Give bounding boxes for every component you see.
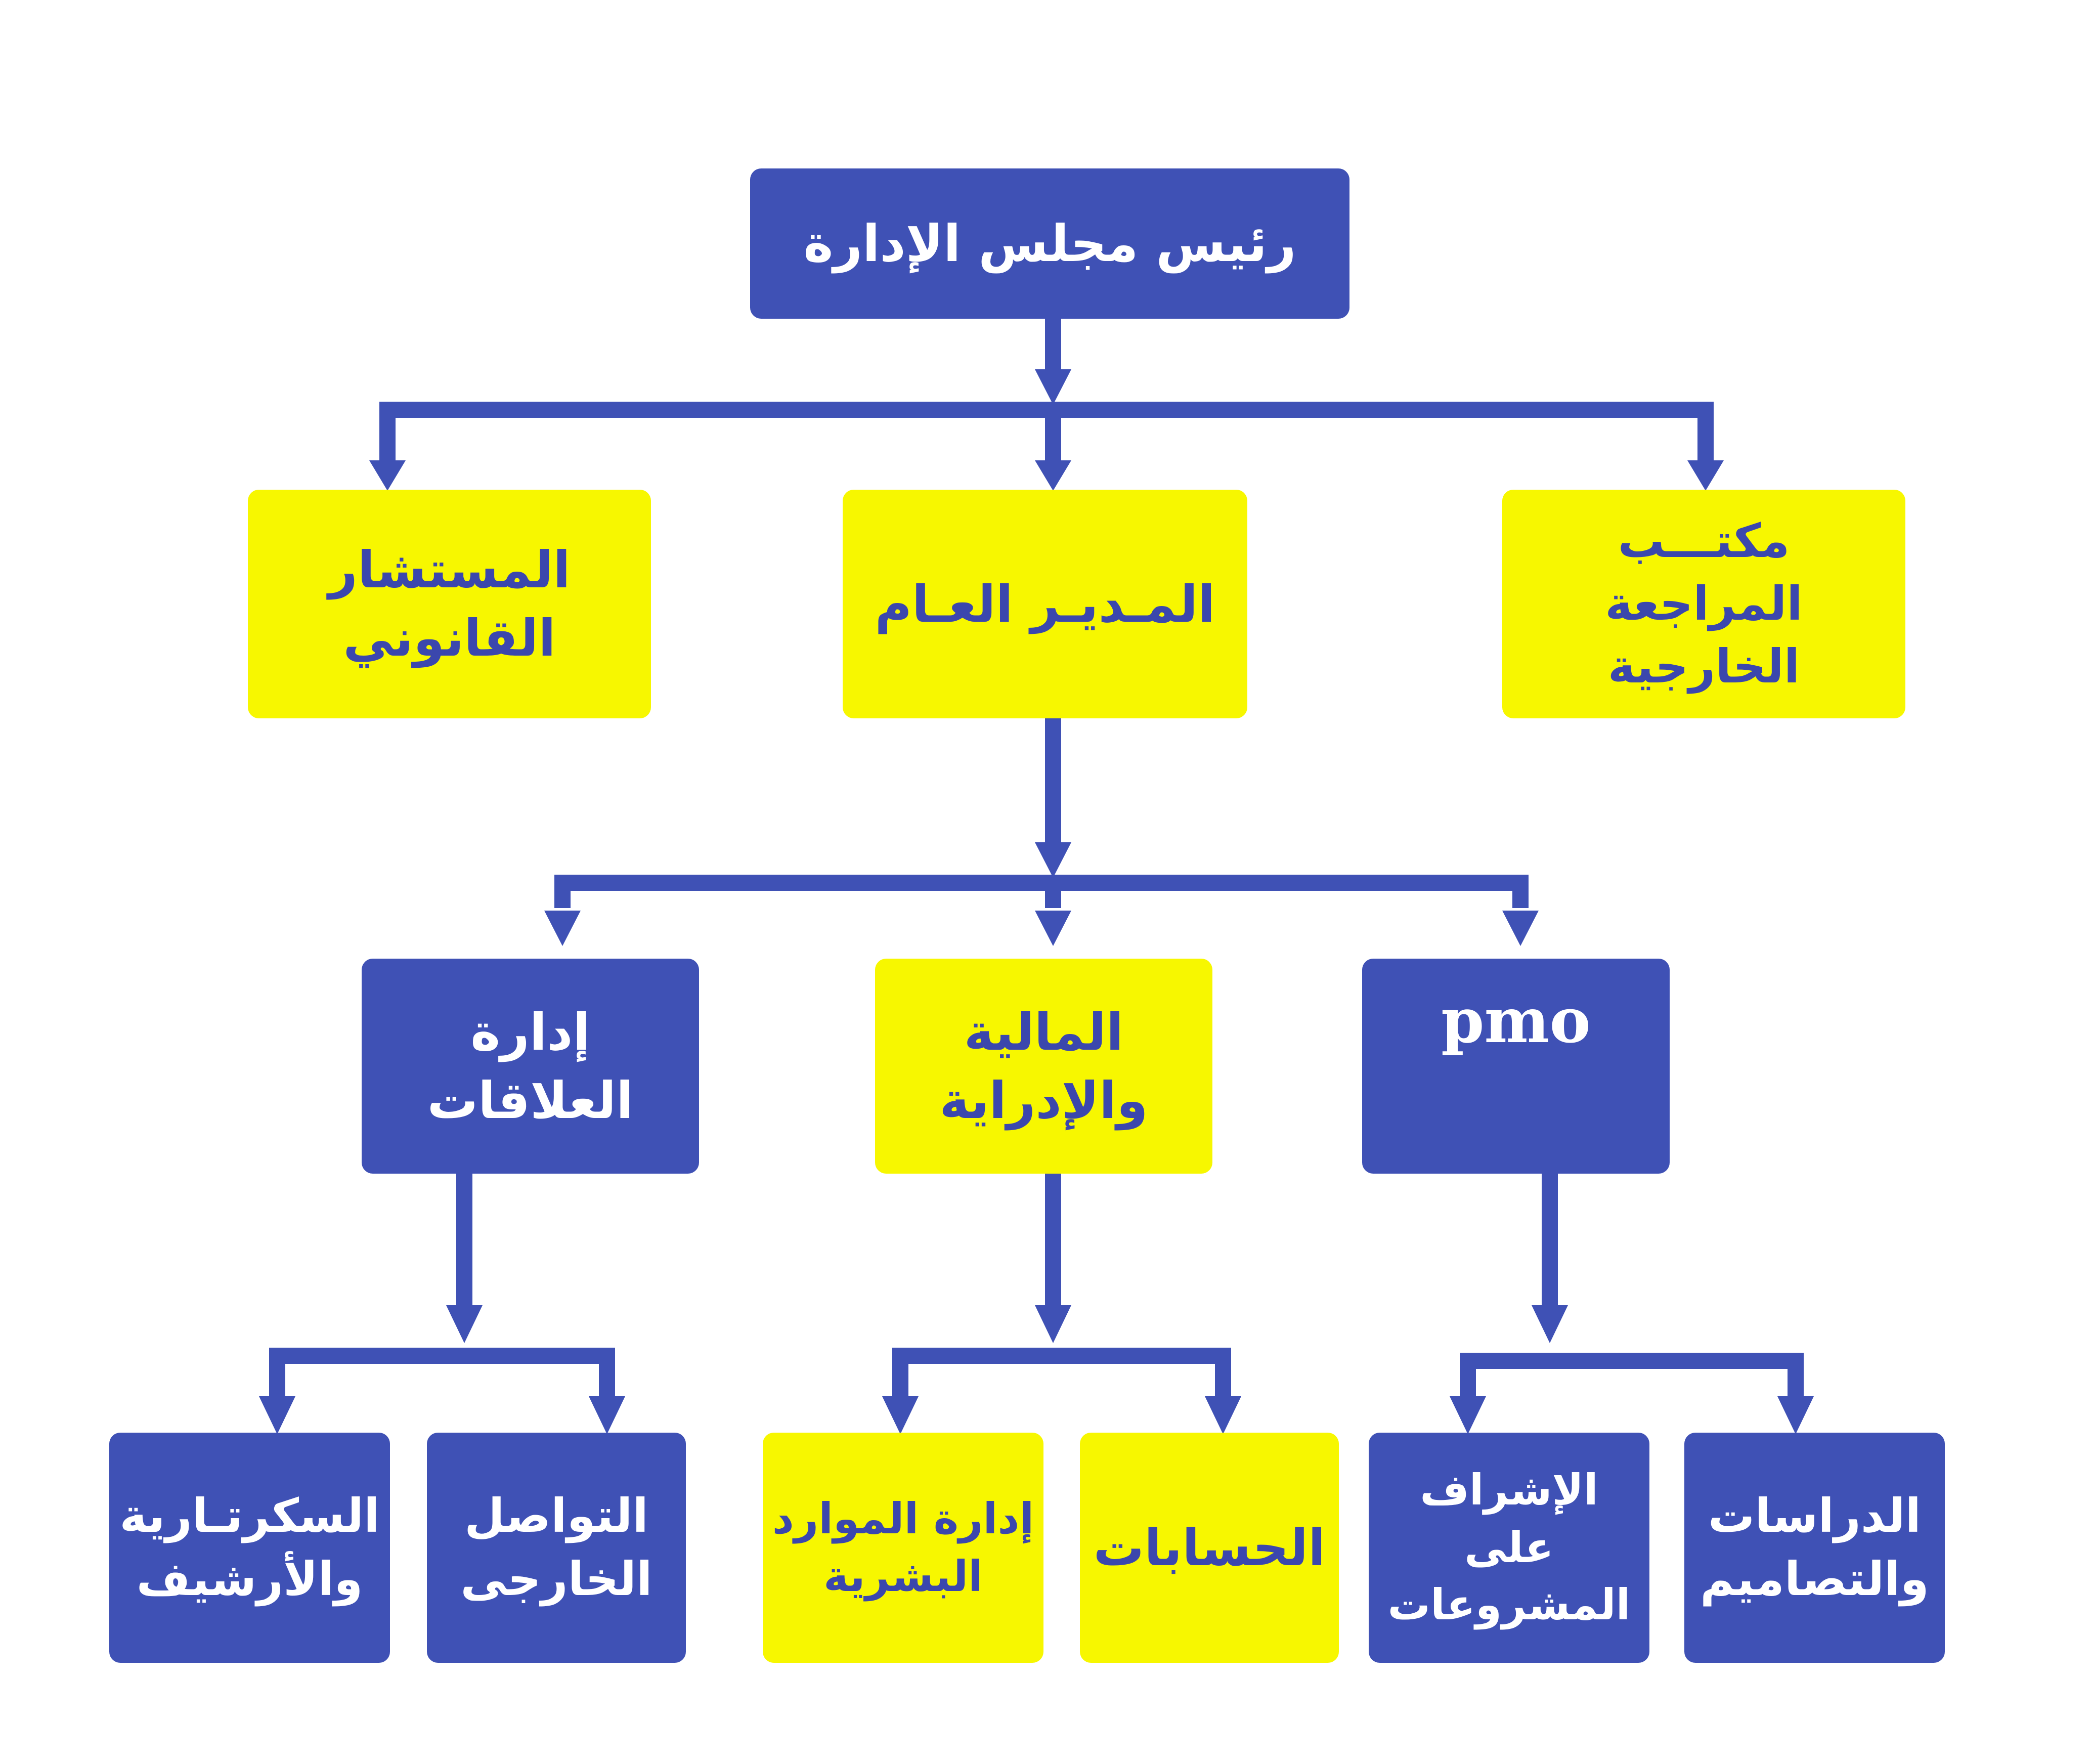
node-label-line2: المشروعات <box>1387 1580 1631 1630</box>
node-secretariat: السكرتـارية والأرشيف <box>109 1433 390 1663</box>
node-chairman: رئيس مجلس الإدارة <box>750 168 1349 319</box>
arrow-head-icon <box>1450 1396 1486 1434</box>
node-label: المستشار القانوني <box>328 540 571 668</box>
arrow-head-icon <box>259 1396 295 1434</box>
node-label: إدارة العلاقات <box>427 1002 634 1130</box>
arrow-head-icon <box>1205 1396 1241 1434</box>
node-finance-admin: المالية والإدراية <box>875 959 1212 1174</box>
node-label-line1: السكرتـارية <box>119 1489 380 1543</box>
node-label-line1: الدراسات <box>1708 1489 1922 1543</box>
node-label: المـديـر العـام <box>875 574 1215 634</box>
node-external-audit: مكتـــب المراجعة الخارجية <box>1502 490 1905 718</box>
arrow-head-icon <box>589 1396 625 1434</box>
node-pmo: pmo <box>1362 959 1670 1174</box>
node-label-line2: الخارجى <box>460 1552 652 1606</box>
arrow-head-icon <box>369 460 406 491</box>
node-legal-advisor: المستشار القانوني <box>248 490 651 718</box>
node-external-comm: التواصل الخارجى <box>427 1433 686 1663</box>
arrow-head-icon <box>1035 460 1071 491</box>
node-label-line2: البشرية <box>823 1551 983 1601</box>
arrow-head-icon <box>1035 369 1071 405</box>
connector-bar-level2 <box>554 875 1529 908</box>
connector-bar-pmo <box>1460 1353 1804 1396</box>
node-label: رئيس مجلس الإدارة <box>803 214 1296 273</box>
connector-bar-finance <box>892 1348 1231 1396</box>
node-label-line1: التواصل <box>464 1489 648 1543</box>
node-hr: إدارة الموارد البشرية <box>763 1433 1043 1663</box>
arrow-head-icon <box>882 1396 919 1434</box>
connector-bar-relations <box>269 1348 615 1396</box>
arrow-head-icon <box>1532 1305 1568 1343</box>
arrow-head-icon <box>544 911 581 946</box>
node-accounts: الحسابات <box>1080 1433 1339 1663</box>
node-label: pmo <box>1441 984 1591 1057</box>
arrow-head-icon <box>1035 911 1071 946</box>
node-label-line1: إدارة الموارد <box>772 1494 1034 1544</box>
node-studies-designs: الدراسات والتصاميم <box>1684 1433 1945 1663</box>
arrow-head-icon <box>446 1305 483 1343</box>
arrow-head-icon <box>1777 1396 1814 1434</box>
node-label-line1: مكتـــب <box>1618 513 1790 568</box>
arrow-head-icon <box>1687 460 1724 491</box>
node-label-line1: الإشراف على <box>1420 1465 1598 1572</box>
node-relations: إدارة العلاقات <box>362 959 699 1174</box>
node-label-line2: والأرشيف <box>136 1552 363 1606</box>
arrow-head-icon <box>1502 911 1539 946</box>
node-label: المالية والإدراية <box>939 1002 1148 1130</box>
node-label-line2: والتصاميم <box>1700 1552 1929 1606</box>
arrow-head-icon <box>1035 1305 1071 1343</box>
node-label: الحسابات <box>1093 1518 1326 1577</box>
node-label-line2: المراجعة الخارجية <box>1605 576 1803 694</box>
arrow-head-icon <box>1035 842 1071 878</box>
node-project-supervision: الإشراف على المشروعات <box>1369 1433 1649 1663</box>
node-general-manager: المـديـر العـام <box>843 490 1247 718</box>
